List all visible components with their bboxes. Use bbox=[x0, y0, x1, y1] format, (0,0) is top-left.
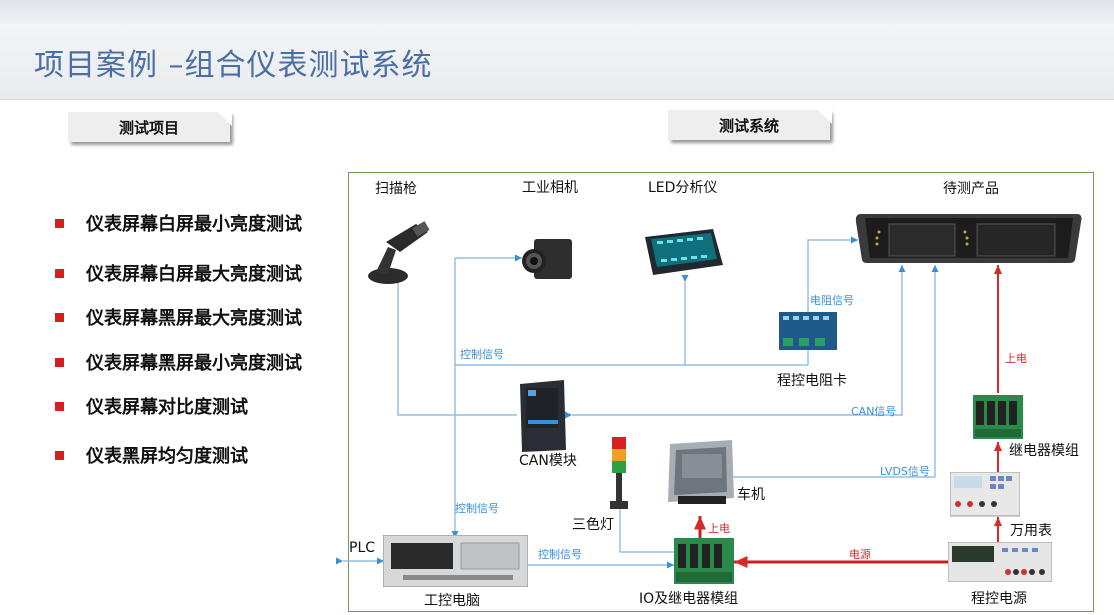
dut-label: 待测产品 bbox=[943, 181, 999, 197]
instrument-cluster-icon bbox=[855, 214, 1082, 263]
multimeter-icon bbox=[950, 472, 1020, 517]
scanner-icon bbox=[368, 221, 430, 284]
bullet-icon bbox=[55, 268, 64, 278]
list-item: 仪表屏幕对比度测试 bbox=[55, 393, 248, 419]
scanner-label: 扫描枪 bbox=[375, 181, 417, 197]
can-module-label: CAN模块 bbox=[519, 453, 577, 469]
resistor-card-icon bbox=[779, 312, 837, 350]
signal-label-control-mid: 控制信号 bbox=[455, 502, 499, 515]
list-item: 仪表屏幕黑屏最小亮度测试 bbox=[55, 349, 302, 375]
tab-test-items: 测试项目 bbox=[68, 112, 232, 142]
title-bar bbox=[0, 24, 1114, 100]
signal-label-control-top: 控制信号 bbox=[460, 348, 504, 361]
bullet-icon bbox=[55, 218, 64, 228]
led-analyzer-label: LED分析仪 bbox=[648, 180, 718, 196]
list-item: 仪表屏幕白屏最大亮度测试 bbox=[55, 260, 302, 286]
tab-test-system: 测试系统 bbox=[668, 110, 832, 140]
io-relay-module-icon bbox=[674, 538, 734, 584]
tower-light-icon bbox=[610, 437, 628, 509]
ecu-icon bbox=[668, 440, 734, 504]
signal-label-resistance: 电阻信号 bbox=[810, 294, 854, 307]
camera-icon bbox=[522, 239, 572, 279]
system-diagram-frame bbox=[348, 172, 1094, 612]
signal-label-control-bottom: 控制信号 bbox=[538, 548, 582, 561]
can-module-icon bbox=[520, 380, 566, 452]
signal-label-lvds: LVDS信号 bbox=[880, 465, 930, 478]
multimeter-label: 万用表 bbox=[1010, 523, 1052, 539]
bullet-icon bbox=[55, 312, 64, 322]
relay-module-icon bbox=[973, 395, 1023, 439]
signal-label-can: CAN信号 bbox=[851, 405, 897, 418]
camera-label: 工业相机 bbox=[522, 180, 578, 196]
list-item: 仪表屏幕黑屏最大亮度测试 bbox=[55, 304, 302, 330]
led-analyzer-icon bbox=[645, 229, 723, 275]
bullet-icon bbox=[55, 357, 64, 367]
ipc-label: 工控电脑 bbox=[424, 593, 480, 609]
io-relay-label: IO及继电器模组 bbox=[639, 591, 739, 607]
plc-label: PLC bbox=[349, 540, 376, 556]
power-supply-label: 程控电源 bbox=[971, 591, 1027, 607]
tower-light-label: 三色灯 bbox=[572, 517, 614, 533]
signal-label-power-on-top: 上电 bbox=[1005, 352, 1027, 365]
bullet-icon bbox=[55, 401, 64, 411]
top-strip bbox=[0, 0, 1114, 24]
list-item: 仪表屏幕白屏最小亮度测试 bbox=[55, 210, 302, 236]
signal-label-power-line: 电源 bbox=[849, 548, 871, 561]
bullet-icon bbox=[55, 450, 64, 460]
list-item: 仪表黑屏均匀度测试 bbox=[55, 442, 248, 468]
resistor-card-label: 程控电阻卡 bbox=[777, 373, 847, 389]
page-title: 项目案例 –组合仪表测试系统 bbox=[34, 48, 433, 83]
relay-module-label: 继电器模组 bbox=[1009, 443, 1079, 459]
ecu-label: 车机 bbox=[737, 487, 765, 503]
signal-label-power-on-ecu: 上电 bbox=[708, 522, 730, 535]
power-supply-icon bbox=[948, 542, 1052, 582]
ipc-icon bbox=[383, 535, 528, 587]
